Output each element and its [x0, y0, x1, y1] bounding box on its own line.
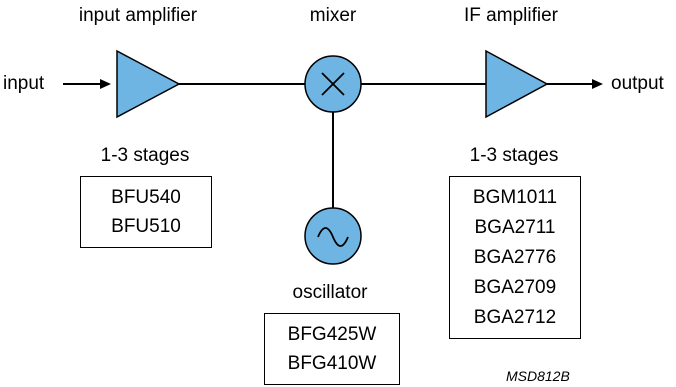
oscillator-parts-box: BFG425W BFG410W: [264, 313, 400, 385]
oscillator-symbol: [304, 207, 362, 265]
output-arrowhead: [592, 79, 603, 89]
part-number: BFU510: [111, 216, 181, 238]
if-amplifier-symbol: [485, 49, 549, 119]
input-amplifier-symbol: [116, 49, 181, 119]
if-amp-parts-box: BGM1011 BGA2711 BGA2776 BGA2709 BGA2712: [449, 176, 581, 339]
input-stages-label: 1-3 stages: [100, 145, 190, 166]
output-label: output: [611, 73, 664, 94]
part-number: BFG410W: [287, 353, 377, 375]
part-number: BGA2709: [473, 277, 557, 298]
part-number: BGA2711: [474, 217, 556, 238]
input-label: input: [3, 73, 45, 94]
input-amplifier-title: input amplifier: [78, 5, 198, 26]
mixer-symbol: [304, 55, 362, 113]
part-number: BGA2776: [473, 247, 557, 268]
input-arrowhead: [100, 79, 111, 89]
oscillator-label: oscillator: [292, 282, 368, 303]
part-number: BFU540: [111, 186, 181, 208]
part-number: BGM1011: [472, 187, 558, 208]
mixer-title: mixer: [309, 5, 357, 26]
part-number: BFG425W: [287, 323, 377, 345]
if-amplifier-title: IF amplifier: [464, 5, 558, 26]
if-stages-label: 1-3 stages: [469, 145, 559, 166]
part-number: BGA2712: [473, 307, 557, 328]
input-amp-parts-box: BFU540 BFU510: [80, 176, 212, 248]
figure-code: MSD812B: [506, 368, 570, 384]
